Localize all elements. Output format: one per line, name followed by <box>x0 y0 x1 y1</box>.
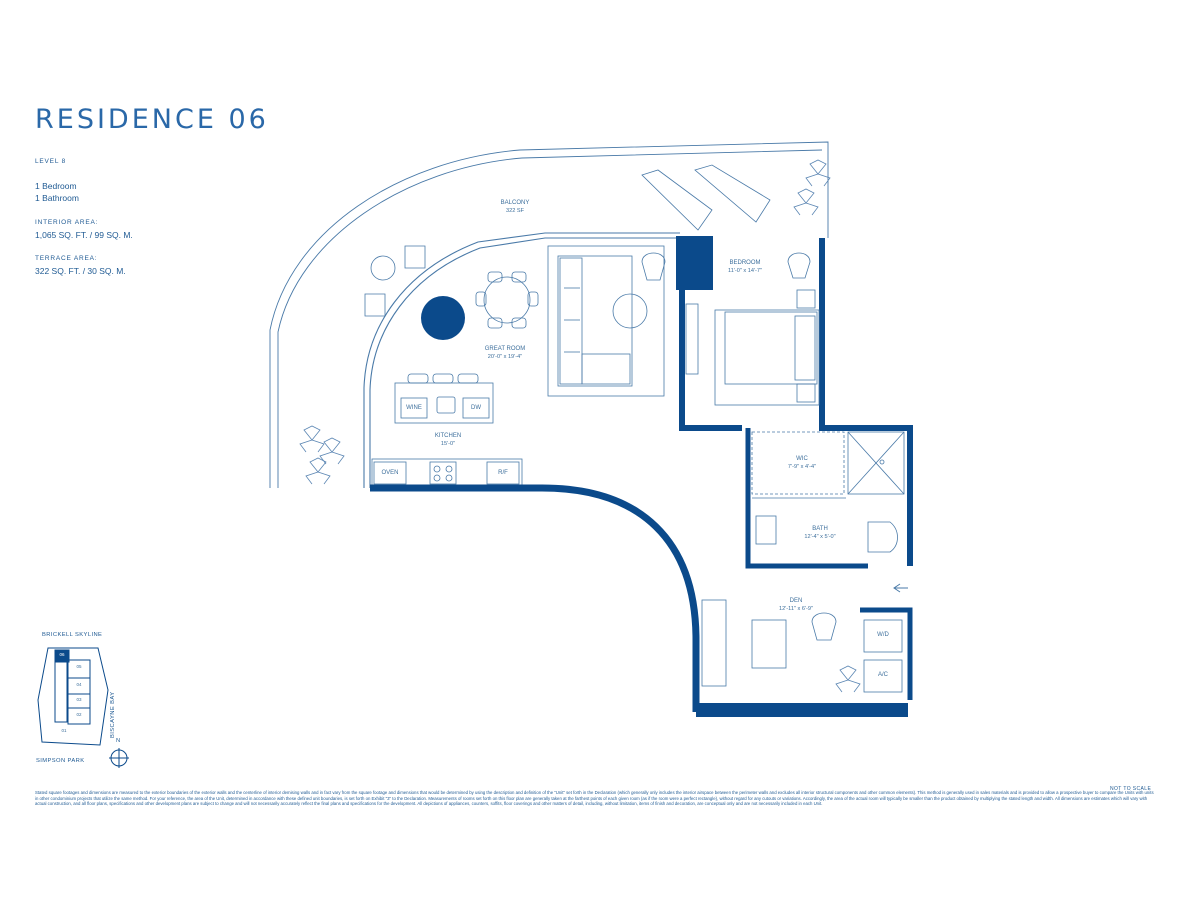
wine-label: WINE <box>406 405 422 411</box>
wet-areas <box>701 431 905 693</box>
bedroom-count: 1 Bedroom <box>35 181 77 191</box>
bath-label: BATH <box>812 526 828 532</box>
keyplan-top-label: BRICKELL SKYLINE <box>42 632 103 638</box>
level-label: LEVEL 8 <box>35 158 67 165</box>
keyplan-unit-03: 03 <box>76 697 82 702</box>
curved-glass-wall <box>363 232 680 488</box>
keyplan-bottom-label: SIMPSON PARK <box>36 758 85 764</box>
wine-box <box>400 397 428 419</box>
balcony-furniture <box>364 164 771 317</box>
sink <box>436 396 456 414</box>
den-dims: 12'-11" x 6'-9" <box>779 606 813 612</box>
rf-label: R/F <box>498 470 508 476</box>
interior-area-value: 1,065 SQ. FT. / 99 SQ. M. <box>35 230 133 240</box>
fridge-box <box>486 461 520 485</box>
balcony-area: 322 SF <box>505 208 525 214</box>
shaft <box>676 236 713 290</box>
bedroom-furniture <box>685 252 820 406</box>
residence-title: RESIDENCE 06 <box>35 104 269 135</box>
dining-table <box>475 271 539 329</box>
bedroom-dims: 11'-0" x 14'-7" <box>728 268 762 274</box>
bathroom-count: 1 Bathroom <box>35 193 79 203</box>
exterior-walls <box>370 238 913 717</box>
keyplan-unit-02: 02 <box>76 712 82 717</box>
north-label: N <box>116 738 121 744</box>
keyplan-unit-05: 05 <box>76 664 82 669</box>
keyplan-unit-04: 04 <box>76 682 82 687</box>
bedroom-label: BEDROOM <box>729 260 761 266</box>
great-room-dims: 20'-0" x 19'-4" <box>487 354 523 360</box>
balcony-outline <box>269 141 829 488</box>
keyplan-unit-01: 01 <box>61 728 67 733</box>
ac-label: A/C <box>877 672 888 678</box>
key-plan <box>37 647 109 746</box>
kitchen-dims: 15'-0" <box>440 441 456 447</box>
oven-label: OVEN <box>381 470 399 476</box>
legal-disclaimer: Stated square footages and dimensions ar… <box>35 790 1154 806</box>
balcony-label: BALCONY <box>500 200 530 206</box>
cooktop <box>429 461 457 485</box>
scale-note: NOT TO SCALE <box>1110 786 1152 792</box>
wic-dims: 7'-9" x 4'-4" <box>787 464 817 470</box>
living-area <box>547 245 666 397</box>
dw-box <box>462 397 490 419</box>
column <box>421 296 465 340</box>
wic-label: WIC <box>796 456 808 462</box>
plants <box>299 159 861 693</box>
den-label: DEN <box>789 598 803 604</box>
keyplan-side-label: BISCAYNE BAY <box>110 691 116 738</box>
great-room-label: GREAT ROOM <box>484 346 526 352</box>
terrace-area-value: 322 SQ. FT. / 30 SQ. M. <box>35 266 126 276</box>
interior-area-label: INTERIOR AREA: <box>35 219 99 226</box>
wd-label: W/D <box>877 632 889 638</box>
bath-dims: 12'-4" x 5'-0" <box>804 534 836 540</box>
north-arrow-icon <box>109 748 129 768</box>
keyplan-unit-06: 06 <box>59 652 65 657</box>
kitchen-island <box>394 373 494 424</box>
terrace-area-label: TERRACE AREA: <box>35 255 98 262</box>
dw-label: DW <box>471 405 481 411</box>
oven-box <box>373 461 407 485</box>
kitchen-label: KITCHEN <box>434 433 462 439</box>
